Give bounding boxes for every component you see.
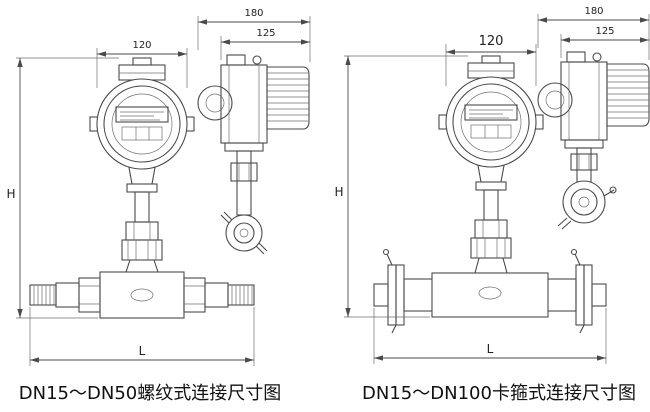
left-dimensions: 120 180 125 H L bbox=[6, 8, 311, 366]
transmitter-body bbox=[197, 54, 310, 152]
left-diagram: 120 180 125 H L bbox=[6, 8, 311, 366]
brand-logo-oval bbox=[478, 286, 502, 300]
right-diagram: 120 180 125 H L bbox=[334, 6, 650, 364]
transmitter-body bbox=[537, 51, 650, 149]
clamp-fitting bbox=[220, 211, 268, 255]
dim-label-transmitter-body-width: 125 bbox=[256, 28, 275, 39]
left-pipe-assembly bbox=[29, 271, 255, 319]
left-transmitter bbox=[197, 54, 310, 255]
dim-label-length: L bbox=[139, 344, 146, 358]
dim-label-transmitter-width: 180 bbox=[584, 6, 603, 17]
dim-label-transmitter-body-width: 125 bbox=[595, 26, 614, 37]
right-diagram-caption: DN15～DN100卡箍式连接尺寸图 bbox=[362, 383, 636, 404]
left-meter-head bbox=[89, 57, 195, 170]
dim-label-head-width: 120 bbox=[479, 34, 504, 49]
tri-clamp-fitting bbox=[557, 180, 617, 230]
left-diagram-caption: DN15～DN50螺纹式连接尺寸图 bbox=[18, 383, 282, 404]
dim-label-transmitter-width: 180 bbox=[244, 8, 263, 19]
brand-logo-oval bbox=[130, 288, 154, 302]
dim-label-length: L bbox=[487, 342, 494, 356]
right-pipe-assembly bbox=[373, 248, 607, 334]
right-transmitter bbox=[537, 51, 650, 230]
right-meter-neck bbox=[470, 159, 512, 274]
dim-label-height: H bbox=[6, 187, 15, 201]
right-dimensions: 120 180 125 H L bbox=[334, 6, 650, 364]
dim-label-head-width: 120 bbox=[132, 40, 151, 51]
dim-label-height: H bbox=[334, 185, 343, 199]
right-meter-head bbox=[438, 55, 544, 168]
left-meter-neck bbox=[121, 161, 163, 273]
